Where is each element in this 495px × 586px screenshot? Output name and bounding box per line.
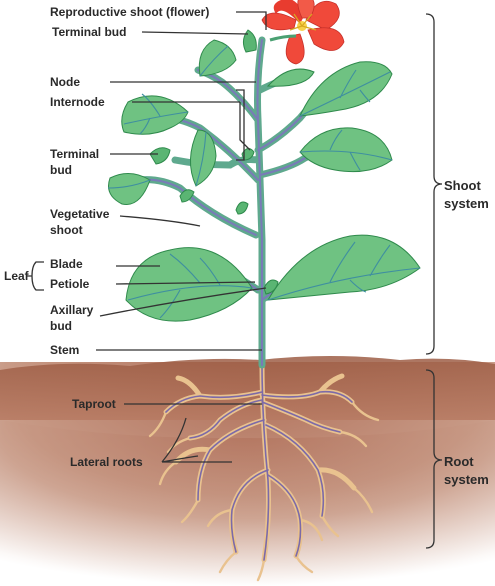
label-lateral-roots: Lateral roots [70, 455, 143, 469]
leaf-mid-left [108, 173, 151, 205]
leader-lines [26, 11, 267, 463]
terminal-bud-top [242, 29, 257, 53]
leaf-mid-right [299, 127, 393, 173]
label-shoot-system-1: Shoot [444, 178, 481, 193]
label-axillary-bud-1: Axillary [50, 303, 94, 317]
braces [425, 13, 443, 549]
label-terminal-bud-side-2: bud [50, 163, 72, 177]
label-axillary-bud-2: bud [50, 319, 72, 333]
label-leaf: Leaf [4, 269, 30, 283]
label-vegetative-shoot-1: Vegetative [50, 207, 110, 221]
terminal-bud-side [149, 147, 171, 165]
leaves [107, 39, 421, 322]
label-terminal-bud-side-1: Terminal [50, 147, 99, 161]
leaf-upper-left-2 [198, 39, 237, 77]
axillary-bud [263, 279, 279, 295]
label-node: Node [50, 75, 80, 89]
flower [261, 0, 345, 65]
label-vegetative-shoot-2: shoot [50, 223, 83, 237]
label-taproot: Taproot [72, 397, 116, 411]
labels: Reproductive shoot (flower) Terminal bud… [4, 5, 489, 487]
label-stem: Stem [50, 343, 79, 357]
label-root-system-1: Root [444, 454, 474, 469]
leaf-upper-left [121, 95, 189, 135]
label-root-system-2: system [444, 472, 489, 487]
label-petiole: Petiole [50, 277, 90, 291]
label-terminal-bud-top: Terminal bud [52, 25, 126, 39]
leaf-upper-right [299, 61, 393, 117]
label-blade: Blade [50, 257, 83, 271]
label-internode: Internode [50, 95, 105, 109]
leaf-lower-left [125, 247, 253, 322]
leaf-lower-right [267, 234, 421, 301]
soil [0, 356, 495, 586]
leaf-tiny-top-right [266, 68, 315, 87]
label-shoot-system-2: system [444, 196, 489, 211]
root-system [148, 359, 380, 582]
node-bud [241, 148, 255, 161]
buds [149, 29, 279, 295]
label-reproductive-shoot: Reproductive shoot (flower) [50, 5, 209, 19]
